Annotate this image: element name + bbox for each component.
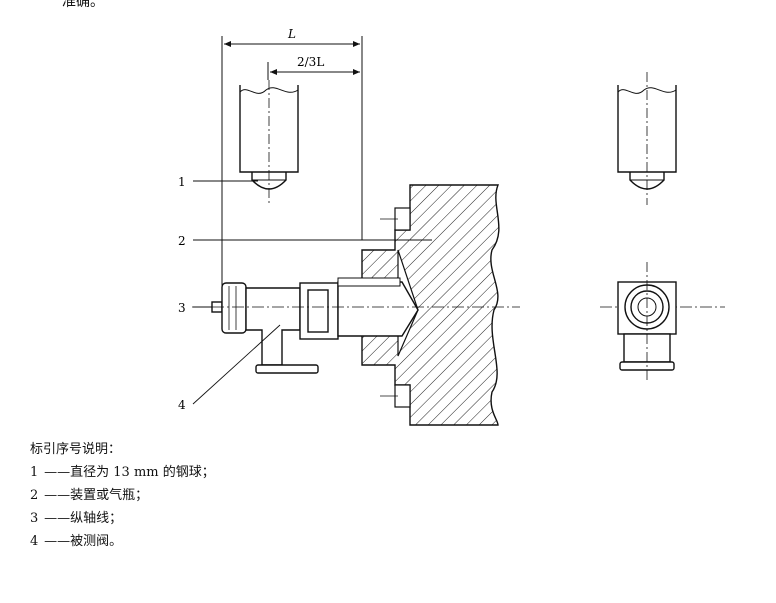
legend-item-number: 2 (30, 488, 39, 503)
legend-item-dash: —— (44, 488, 71, 503)
callout-4: 4 (178, 398, 186, 412)
steel-ball-left (239, 80, 299, 205)
legend-item: 2 ——装置或气瓶； (30, 484, 215, 507)
valve-end-view (617, 262, 677, 380)
legend-item-text: 纵轴线； (70, 511, 123, 526)
callout-2: 2 (178, 234, 186, 248)
top-text-fragment: 准确。 (62, 0, 104, 10)
legend-item: 3 ——纵轴线； (30, 507, 215, 530)
legend-item: 4 ——被测阀。 (30, 530, 215, 553)
dimension-label-L: L (287, 27, 296, 41)
leader-lines (192, 180, 432, 405)
legend-item-number: 4 (30, 534, 39, 549)
legend-item-text: 直径为 13 mm 的钢球； (70, 465, 215, 480)
legend-item-dash: —— (44, 534, 71, 549)
legend-item-dash: —— (44, 465, 71, 480)
legend-item-number: 3 (30, 511, 39, 526)
legend-item-number: 1 (30, 465, 39, 480)
dimension-label-two-thirds-L: 2/3L (297, 55, 324, 69)
legend: 标引序号说明： 1 ——直径为 13 mm 的钢球； 2 ——装置或气瓶； 3 … (30, 438, 215, 553)
legend-item-text: 装置或气瓶； (70, 488, 149, 503)
technical-drawing: L 2/3L (178, 27, 725, 426)
legend-title: 标引序号说明： (30, 442, 122, 457)
steel-ball-right (617, 72, 677, 205)
legend-item-text: 被测阀。 (70, 534, 123, 549)
callout-3: 3 (178, 301, 186, 315)
legend-item: 1 ——直径为 13 mm 的钢球； (30, 461, 215, 484)
callout-1: 1 (178, 175, 186, 189)
dimension-lines (221, 36, 363, 300)
legend-item-dash: —— (44, 511, 71, 526)
